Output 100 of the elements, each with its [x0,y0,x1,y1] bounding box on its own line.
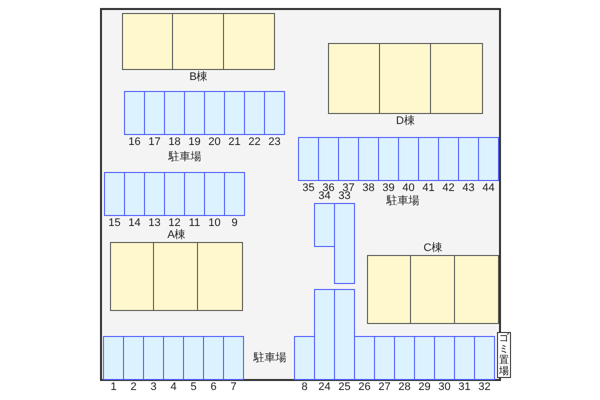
building-unit [380,43,431,114]
parking-space [434,336,455,380]
parking-space [183,336,204,380]
building-unit [328,43,380,114]
building-unit [154,242,198,311]
parking-space [124,172,145,216]
parking-space [144,91,165,135]
space-number: 28 [398,381,411,393]
space-number: 43 [462,182,475,194]
building-unit [173,13,224,70]
building-name: B棟 [189,71,208,83]
area-label: 駐車場 [386,195,420,207]
space-number: 44 [482,182,495,194]
parking-space [244,91,265,135]
parking-space [338,137,359,181]
space-number: 30 [438,381,451,393]
space-number: 35 [302,182,315,194]
space-number: 25 [338,381,351,393]
parking-space [474,336,495,380]
space-number: 32 [478,381,491,393]
space-number: 24 [318,381,331,393]
parking-space [184,172,205,216]
space-number: 14 [128,217,141,229]
space-number: 7 [230,381,237,393]
space-number: 16 [128,136,141,148]
parking-space [358,137,379,181]
building [328,43,483,114]
building-unit [110,242,154,311]
building-unit [122,13,173,70]
parking-space [378,137,399,181]
space-number: 26 [358,381,371,393]
space-number: 41 [422,182,435,194]
space-number: 23 [268,136,281,148]
parking-space [203,336,224,380]
parking-space [103,336,124,380]
parking-space [224,172,245,216]
space-number: 10 [208,217,221,229]
parking-space [123,336,144,380]
parking-space [264,91,285,135]
space-number: 42 [442,182,455,194]
building [110,242,243,311]
parking-space [418,137,439,181]
building-name: A棟 [167,229,186,241]
parking-space [478,137,499,181]
parking-space [104,172,125,216]
parking-space [163,336,184,380]
parking-space [143,336,164,380]
building-unit [455,255,499,324]
building-unit [367,255,411,324]
building-name: D棟 [396,115,415,127]
space-number: 33 [338,190,351,202]
building-unit [224,13,275,70]
space-number: 13 [148,217,161,229]
space-number: 19 [188,136,201,148]
space-number: 1 [110,381,117,393]
parking-space [204,91,225,135]
parking-space [334,289,355,380]
parking-space [294,336,315,380]
space-number: 34 [318,190,331,202]
area-label: 駐車場 [254,352,286,364]
parking-space [374,336,395,380]
space-number: 38 [362,182,375,194]
parking-space [354,336,375,380]
building-unit [431,43,483,114]
space-number: 20 [208,136,221,148]
parking-space [144,172,165,216]
parking-space [398,137,419,181]
space-number: 31 [458,381,471,393]
parking-space [124,91,145,135]
parking-space [298,137,319,181]
building-unit [411,255,455,324]
space-number: 21 [228,136,241,148]
space-number: 2 [130,381,137,393]
space-number: 6 [210,381,217,393]
space-number: 40 [402,182,415,194]
parking-space [204,172,225,216]
space-number: 9 [231,217,238,229]
space-number: 15 [108,217,121,229]
garbage-area: ゴミ置場 [497,332,511,378]
building-unit [198,242,243,311]
area-label: 駐車場 [168,151,202,163]
space-number: 4 [170,381,177,393]
parking-space [314,203,335,247]
building-name: C棟 [424,242,442,254]
space-number: 29 [418,381,431,393]
building [367,255,499,324]
parking-space [184,91,205,135]
building [122,13,275,70]
parking-space [334,203,355,284]
space-number: 18 [168,136,181,148]
parking-space [164,172,185,216]
parking-space [414,336,435,380]
space-number: 5 [190,381,197,393]
space-number: 27 [378,381,391,393]
parking-space [394,336,415,380]
parking-space [458,137,479,181]
parking-space [314,289,335,380]
parking-space [164,91,185,135]
parking-space [224,91,245,135]
parking-space [438,137,459,181]
